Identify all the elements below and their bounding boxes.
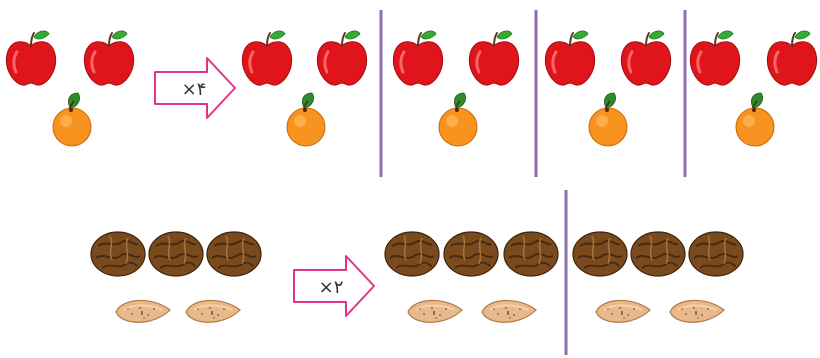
apple-icon [619,29,673,87]
multiplier-label: ×۲ [319,277,344,298]
walnut-icon [206,231,262,277]
result-nut-group-1 [384,231,559,324]
almond-icon [481,299,537,324]
walnut-icon [503,231,559,277]
apple-icon [240,29,294,87]
apple-icon [315,29,369,87]
walnut-icon [688,231,744,277]
multiply-arrow: ×۲ [293,255,375,317]
walnut-icon [90,231,146,277]
multiplier-label: ×۴ [182,79,207,100]
walnut-icon [572,231,628,277]
almond-icon [185,299,241,324]
orange-icon [588,92,628,147]
almond-icon [595,299,651,324]
source-nut-group [90,231,262,324]
almond-icon [407,299,463,324]
apple-icon [467,29,521,87]
almond-icon [115,299,171,324]
apple-icon [4,29,58,87]
result-fruit-group-1 [240,29,369,147]
orange-icon [735,92,775,147]
apple-icon [765,29,819,87]
result-fruit-group-2 [391,29,521,147]
apple-icon [82,29,136,87]
apple-icon [391,29,445,87]
apple-icon [543,29,597,87]
result-fruit-group-3 [543,29,673,147]
result-nut-group-2 [572,231,744,324]
walnut-icon [443,231,499,277]
orange-icon [52,92,92,147]
orange-icon [286,92,326,147]
result-fruit-group-4 [688,29,819,147]
multiply-arrow: ×۴ [154,57,236,119]
apple-icon [688,29,742,87]
orange-icon [438,92,478,147]
walnut-icon [630,231,686,277]
walnut-icon [148,231,204,277]
walnut-icon [384,231,440,277]
almond-icon [669,299,725,324]
source-fruit-group [4,29,136,147]
